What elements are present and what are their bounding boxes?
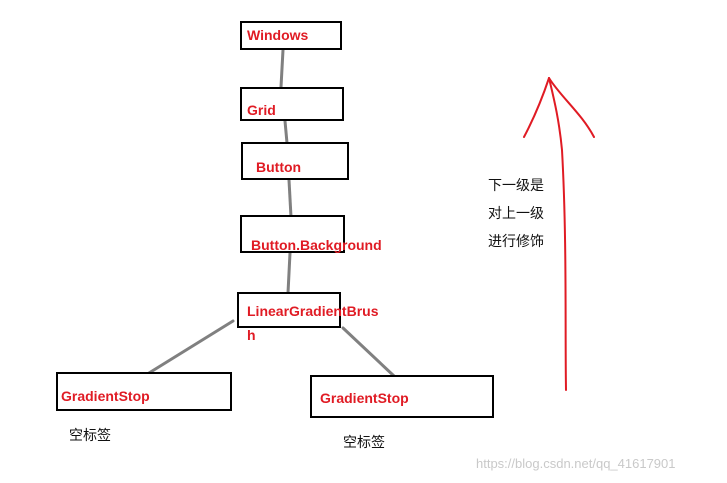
empty-tag-note-right: 空标签 [343, 435, 385, 451]
side-note-line-3: 进行修饰 [488, 234, 544, 250]
node-gradient-stop-right-label: GradientStop [320, 390, 409, 406]
edge-brush-stop-left [147, 319, 235, 375]
side-note-line-1: 下一级是 [488, 178, 544, 194]
side-note-line-2: 对上一级 [488, 206, 544, 222]
node-button-background-box [240, 215, 345, 253]
node-button-background-label: Button.Background [251, 237, 382, 253]
node-linear-gradient-brush-box [237, 292, 341, 328]
node-button-label: Button [256, 159, 302, 175]
edge-brush-stop-right [341, 326, 396, 378]
node-windows-label: Windows [247, 27, 309, 43]
edge-button-background [287, 178, 293, 219]
empty-tag-note-left: 空标签 [69, 428, 111, 444]
edge-windows-grid [279, 48, 285, 89]
node-grid-box [240, 87, 344, 121]
node-gradient-stop-left-label: GradientStop [61, 388, 150, 404]
node-gradient-stop-left-box [56, 372, 232, 411]
node-gradient-stop-right-box [310, 375, 494, 418]
node-linear-gradient-brush-label: LinearGradientBrush [247, 303, 379, 343]
node-grid-label: Grid [247, 102, 276, 118]
upward-arrow [523, 77, 595, 391]
edge-background-brush [286, 251, 292, 295]
node-windows-box [240, 21, 342, 50]
watermark: https://blog.csdn.net/qq_41617901 [476, 456, 676, 471]
node-button-box [241, 142, 349, 180]
side-note: 下一级是 对上一级 进行修饰 [488, 172, 544, 256]
edge-grid-button [283, 119, 289, 145]
